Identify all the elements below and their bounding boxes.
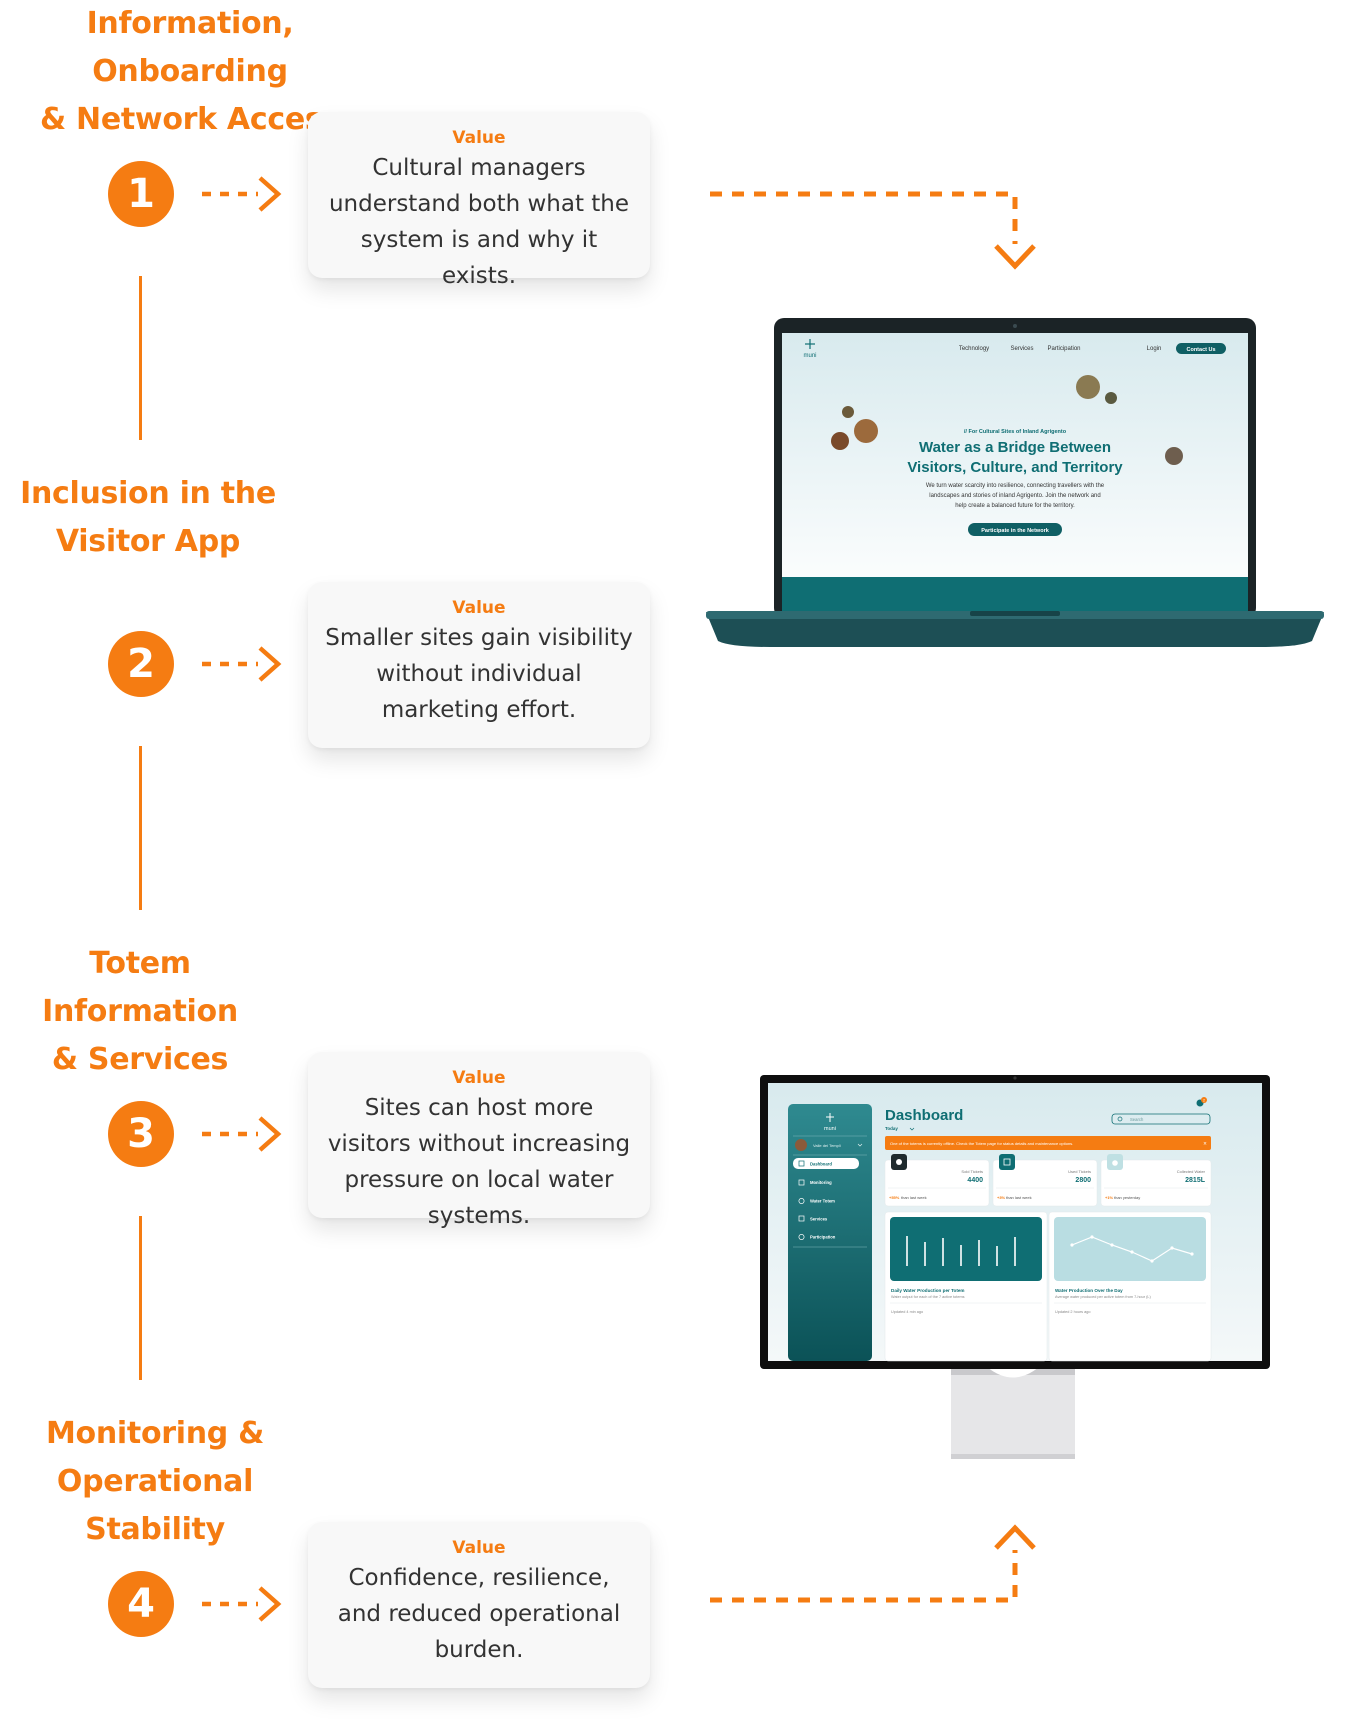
value-label: Value: [452, 1538, 506, 1558]
stat-value-water: 2815L: [1185, 1177, 1206, 1184]
step-1-value-card: Value Cultural managers understand both …: [308, 112, 650, 289]
stat-delta-water: +1%: [1105, 1195, 1114, 1200]
laptop-kicker: // For Cultural Sites of Inland Agrigent…: [964, 429, 1067, 435]
step-4-heading-line2: Operational Stability: [56, 1464, 254, 1547]
laptop-body-line1: We turn water scarcity into resilience, …: [926, 483, 1105, 489]
stat-card-collected-water: [1100, 1159, 1212, 1207]
stat-card-sold-tickets: [884, 1159, 990, 1207]
bar-chart-icon: [906, 1236, 1016, 1266]
step-2-arrow-icon: [202, 646, 282, 682]
stat-delta-sold: +55%: [889, 1195, 900, 1200]
value-label: Value: [452, 598, 506, 618]
step-1-heading-line2: & Network Access: [40, 102, 340, 137]
chart-icon: [1003, 1158, 1011, 1166]
step-4-number: 4: [108, 1571, 174, 1637]
step-4-heading-line1: Monitoring &: [46, 1416, 264, 1451]
flow-arrow-up-icon: [710, 1524, 1036, 1603]
ticket-icon: [896, 1159, 902, 1165]
sidebar-item-participation[interactable]: Participation: [810, 1235, 836, 1240]
step-3-value-card: Value Sites can host more visitors witho…: [308, 1052, 650, 1229]
sidebar-item-dashboard-label: Dashboard: [810, 1162, 832, 1167]
step-3-arrow-icon: [202, 1116, 282, 1152]
sidebar-item-monitoring[interactable]: Monitoring: [810, 1180, 832, 1185]
step-2-heading-line1: Inclusion in the: [20, 476, 276, 511]
dashboard-title: Dashboard: [885, 1107, 963, 1124]
step-4-arrow-icon: [202, 1586, 282, 1622]
laptop-nav-technology[interactable]: Technology: [959, 346, 989, 352]
connector-line-3: [139, 1216, 142, 1380]
dashboard-search-placeholder: Search: [1130, 1117, 1144, 1122]
stat-label-water: Collected Water: [1177, 1169, 1206, 1174]
connector-line-2: [139, 746, 142, 910]
water-drop-icon: [1112, 1160, 1118, 1166]
chart-card-daily-title: Daily Water Production per Totem: [891, 1288, 965, 1293]
stat-value-used: 2800: [1075, 1177, 1091, 1184]
step-3-heading-line1: Totem Information: [42, 946, 238, 1029]
laptop-nav-services[interactable]: Services: [1010, 346, 1033, 352]
search-icon: [1117, 1116, 1123, 1122]
user-avatar[interactable]: [795, 1139, 807, 1151]
step-4-heading: Monitoring & Operational Stability: [0, 1410, 310, 1554]
step-2-heading: Inclusion in the Visitor App: [0, 470, 296, 566]
step-2-heading-line2: Visitor App: [55, 524, 241, 559]
chart-card-daily-subtitle: Water output for each of the 7 active to…: [891, 1295, 965, 1299]
alert-close-icon[interactable]: ×: [1203, 1142, 1207, 1148]
stat-delta-text-used: than last week: [1006, 1195, 1032, 1200]
laptop-login-link[interactable]: Login: [1147, 346, 1162, 352]
laptop-cta-label: Participate in the Network: [981, 528, 1049, 534]
laptop-contact-label: Contact Us: [1186, 347, 1215, 353]
laptop-title-line1: Water as a Bridge Between: [919, 439, 1111, 456]
monitor-mockup: muni Valle dei Templi Dashboard Monitori…: [760, 1075, 1270, 1459]
stat-card-used-tickets: [992, 1159, 1098, 1207]
step-3-number: 3: [108, 1101, 174, 1167]
step-2-value-card: Value Smaller sites gain visibility with…: [308, 582, 650, 748]
step-1-heading: Information, Onboarding & Network Access: [0, 0, 380, 144]
laptop-title-line2: Visitors, Culture, and Territory: [907, 459, 1123, 476]
step-1-arrow-icon: [202, 176, 282, 212]
laptop-body-line2: landscapes and stories of inland Agrigen…: [929, 493, 1100, 499]
connector-line-1: [139, 276, 142, 440]
offline-alert-text: One of the totems is currently offline. …: [890, 1141, 1073, 1146]
step-3-heading-line2: & Services: [51, 1042, 229, 1077]
value-label: Value: [452, 128, 506, 148]
laptop-logo: muni: [803, 353, 816, 359]
stat-delta-used: +3%: [997, 1195, 1006, 1200]
stat-label-sold: Sold Tickets: [961, 1169, 983, 1174]
value-text: Smaller sites gain visibility without in…: [325, 625, 633, 723]
stat-delta-text-water: than yesterday: [1114, 1195, 1140, 1200]
chart-card-daily-updated: Updated 4 min ago: [891, 1310, 923, 1314]
dashboard-search-input[interactable]: [1111, 1113, 1211, 1125]
sidebar-item-water-totem[interactable]: Water Totem: [810, 1199, 835, 1204]
value-text: Cultural managers understand both what t…: [328, 155, 630, 289]
stat-value-sold: 4400: [967, 1177, 983, 1184]
sidebar-user-name[interactable]: Valle dei Templi: [813, 1143, 841, 1148]
laptop-contact-button[interactable]: [1176, 343, 1226, 354]
value-text: Sites can host more visitors without inc…: [327, 1095, 631, 1229]
value-label: Value: [452, 1068, 506, 1088]
laptop-nav-participation[interactable]: Participation: [1047, 346, 1080, 352]
stat-delta-text-sold: than last week: [901, 1195, 927, 1200]
laptop-cta-button[interactable]: [968, 523, 1062, 536]
value-text: Confidence, resilience, and reduced oper…: [337, 1565, 621, 1663]
dashboard-logo: muni: [824, 1126, 836, 1132]
laptop-mockup: muni Technology Services Participation L…: [706, 318, 1324, 647]
step-1-heading-line1: Information, Onboarding: [86, 6, 294, 89]
step-2-number: 2: [108, 631, 174, 697]
laptop-body-line3: help create a balanced future for the te…: [955, 503, 1075, 509]
flow-arrow-down-icon: [710, 191, 1036, 270]
sidebar-item-services[interactable]: Services: [810, 1217, 828, 1222]
chart-card-day-title: Water Production Over the Day: [1055, 1288, 1123, 1293]
step-3-heading: Totem Information & Services: [0, 940, 280, 1084]
chart-card-day-updated: Updated 2 hours ago: [1055, 1310, 1090, 1314]
stat-label-used: Used Tickets: [1068, 1169, 1091, 1174]
offline-alert-banner: [885, 1136, 1211, 1150]
notification-count: 2: [1203, 1099, 1205, 1103]
step-1-number: 1: [108, 161, 174, 227]
step-4-value-card: Value Confidence, resilience, and reduce…: [308, 1522, 650, 1688]
chart-card-day-subtitle: Average water produced per active totem …: [1055, 1295, 1151, 1299]
dashboard-filter[interactable]: Today: [885, 1126, 898, 1131]
sidebar-item-dashboard[interactable]: [793, 1158, 859, 1169]
